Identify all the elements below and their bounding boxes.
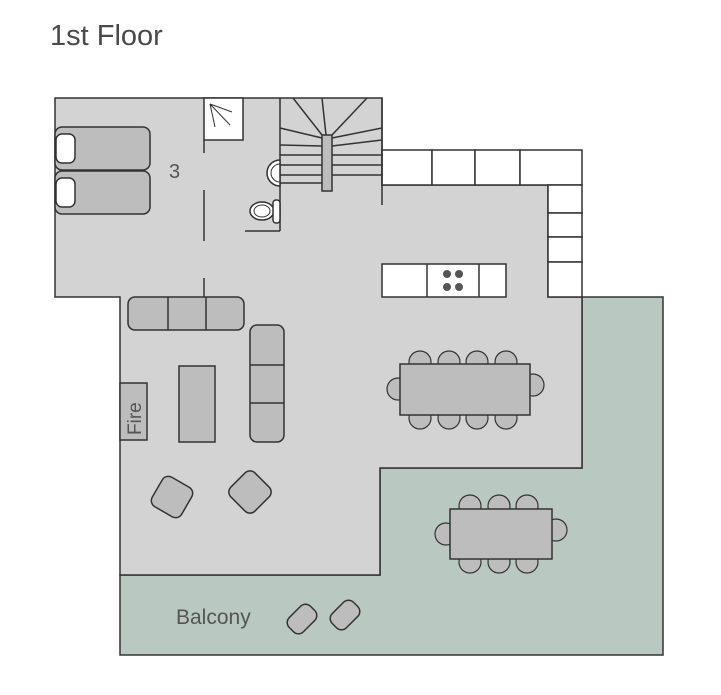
page-title: 1st Floor	[50, 20, 163, 52]
sofa-top	[127, 296, 245, 331]
sink-icon	[266, 159, 281, 187]
sofa-side	[249, 324, 285, 443]
toilet-icon	[249, 199, 281, 224]
svg-text:Fire: Fire	[125, 402, 146, 435]
kitchen-island	[381, 263, 507, 298]
bed-1	[54, 126, 151, 171]
armchair-1	[150, 475, 194, 519]
lounger-1	[286, 603, 318, 635]
balcony-label: Balcony	[176, 606, 251, 629]
hob-icon	[443, 270, 463, 291]
bed-2	[54, 170, 151, 215]
fireplace: Fire	[119, 382, 148, 441]
armchair-2	[228, 470, 272, 514]
dining-table-indoor	[386, 350, 545, 430]
room-number: 3	[169, 161, 180, 183]
dining-table-balcony	[434, 494, 568, 574]
lounger-2	[329, 599, 361, 631]
wardrobe	[203, 97, 244, 141]
kitchen-counters	[381, 149, 583, 298]
partition-wall	[203, 140, 280, 297]
staircase	[279, 97, 383, 231]
coffee-table	[178, 365, 216, 443]
